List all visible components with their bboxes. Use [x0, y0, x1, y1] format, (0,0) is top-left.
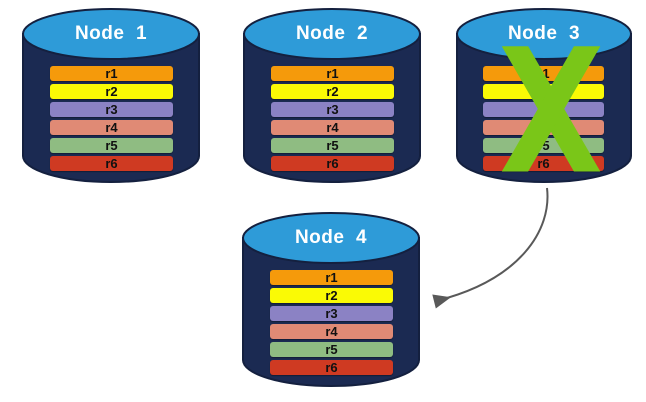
row-r6[interactable]: r6 — [50, 156, 173, 171]
row-r3[interactable]: r3 — [270, 306, 393, 321]
row-r3[interactable]: r3 — [483, 102, 604, 117]
row-r6[interactable]: r6 — [483, 156, 604, 171]
row-stack: r1 r2 r3 r4 r5 r6 — [271, 66, 394, 171]
row-r6[interactable]: r6 — [271, 156, 394, 171]
row-r2[interactable]: r2 — [50, 84, 173, 99]
node-title: Node 1 — [74, 23, 148, 44]
row-r1[interactable]: r1 — [270, 270, 393, 285]
row-r1[interactable]: r1 — [271, 66, 394, 81]
row-r3[interactable]: r3 — [50, 102, 173, 117]
row-stack: r1 r2 r3 r4 r5 r6 — [483, 66, 604, 171]
row-r4[interactable]: r4 — [50, 120, 173, 135]
row-r1[interactable]: r1 — [483, 66, 604, 81]
node-title: Node 2 — [295, 23, 369, 44]
row-r2[interactable]: r2 — [270, 288, 393, 303]
cylinder-top — [242, 212, 420, 264]
row-r2[interactable]: r2 — [271, 84, 394, 99]
node-title: Node 4 — [294, 227, 368, 248]
row-r3[interactable]: r3 — [271, 102, 394, 117]
node-1[interactable]: Node 1 r1 r2 r3 r4 r5 r6 — [22, 8, 200, 183]
row-r5[interactable]: r5 — [50, 138, 173, 153]
row-r4[interactable]: r4 — [483, 120, 604, 135]
node-3[interactable]: Node 3 r1 r2 r3 r4 r5 r6 — [456, 8, 632, 183]
row-r2[interactable]: r2 — [483, 84, 604, 99]
row-stack: r1 r2 r3 r4 r5 r6 — [50, 66, 173, 171]
row-r5[interactable]: r5 — [483, 138, 604, 153]
row-r5[interactable]: r5 — [271, 138, 394, 153]
cylinder-top — [243, 8, 421, 60]
cylinder-top — [22, 8, 200, 60]
row-r4[interactable]: r4 — [271, 120, 394, 135]
row-r4[interactable]: r4 — [270, 324, 393, 339]
node-2[interactable]: Node 2 r1 r2 r3 r4 r5 r6 — [243, 8, 421, 183]
row-r6[interactable]: r6 — [270, 360, 393, 375]
row-stack: r1 r2 r3 r4 r5 r6 — [270, 270, 393, 375]
node-title: Node 3 — [507, 23, 581, 44]
node-4[interactable]: Node 4 r1 r2 r3 r4 r5 r6 — [242, 212, 420, 387]
row-r1[interactable]: r1 — [50, 66, 173, 81]
row-r5[interactable]: r5 — [270, 342, 393, 357]
